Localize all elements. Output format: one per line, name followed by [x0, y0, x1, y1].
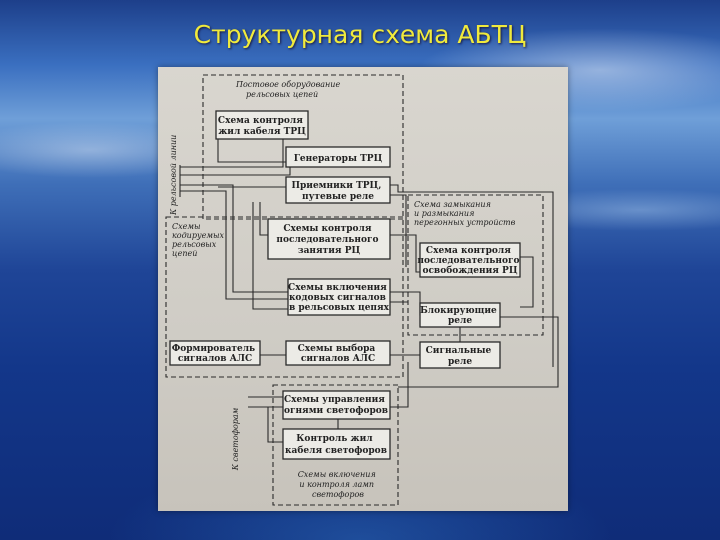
svg-text:Схемы контроля последо: Схемы контроля последовательного занятия…	[276, 224, 381, 256]
svg-text:Генераторы ТРЦ: Генераторы ТРЦ	[294, 154, 383, 164]
svg-text:Контроль жил кабеля св: Контроль жил кабеля светофоров	[285, 434, 387, 456]
svg-text:Сигнальные реле: Сигнальные реле	[426, 346, 495, 367]
region-locking-release	[407, 194, 544, 336]
svg-text:Схема контроля последо: Схема контроля последовательного освобож…	[417, 246, 522, 276]
block-signal-relays: Сигнальные реле	[419, 341, 501, 369]
svg-text:Приемники ТРЦ, путевые: Приемники ТРЦ, путевые реле	[291, 181, 384, 202]
caption-coded-circuits: Схемы кодируемых рельсовых цепей	[172, 222, 227, 258]
block-blocking-relays: Блокирующие реле	[419, 302, 501, 328]
svg-text:Схемы выбора сигналов: Схемы выбора сигналов АЛС	[298, 343, 379, 364]
block-trc-generators: Генераторы ТРЦ	[285, 146, 391, 168]
svg-text:Блокирующие реле: Блокирующие реле	[420, 306, 500, 326]
slide-title: Структурная схема АБТЦ	[193, 20, 527, 49]
block-signal-control: Схемы управления огнями светофоров	[282, 390, 391, 420]
block-code-switching: Схемы включения кодовых сигналов в рельс…	[287, 278, 391, 316]
block-trc-receivers: Приемники ТРЦ, путевые реле	[285, 176, 391, 204]
svg-text:Схемы управления огням: Схемы управления огнями светофоров	[284, 395, 388, 416]
block-release-control: Схема контроля последовательного освобож…	[417, 242, 522, 278]
label-to-rail-line: К рельсовой линии	[169, 135, 178, 216]
region-lamp-switching	[272, 384, 399, 506]
block-als-selection: Схемы выбора сигналов АЛС	[285, 340, 391, 366]
svg-text:Схема контроля жил каб: Схема контроля жил кабеля ТРЦ	[218, 116, 306, 137]
svg-text:Схемы включения кодовы: Схемы включения кодовых сигналов в рельс…	[288, 283, 390, 313]
caption-lamp-switching: Схемы включения и контроля ламп светофор…	[298, 470, 379, 499]
block-diagram: Постовое оборудование рельсовых цепей Сх…	[165, 74, 559, 506]
diagram-photo: Постовое оборудование рельсовых цепей Сх…	[158, 67, 568, 511]
caption-track-circuit-equipment: Постовое оборудование рельсовых цепей	[235, 80, 343, 99]
block-occupancy-control: Схемы контроля последовательного занятия…	[267, 218, 391, 260]
block-als-former: Формирователь сигналов АЛС	[169, 340, 261, 366]
label-to-signals: К светофорам	[231, 407, 240, 471]
caption-locking-release: Схема замыкания и размыкания перегонных …	[414, 200, 516, 227]
block-signal-cable-control: Контроль жил кабеля светофоров	[282, 428, 391, 460]
region-coded-circuits	[165, 216, 404, 378]
svg-text:Формирователь сигналов: Формирователь сигналов АЛС	[172, 344, 259, 364]
block-cable-control: Схема контроля жил кабеля ТРЦ	[215, 110, 309, 140]
